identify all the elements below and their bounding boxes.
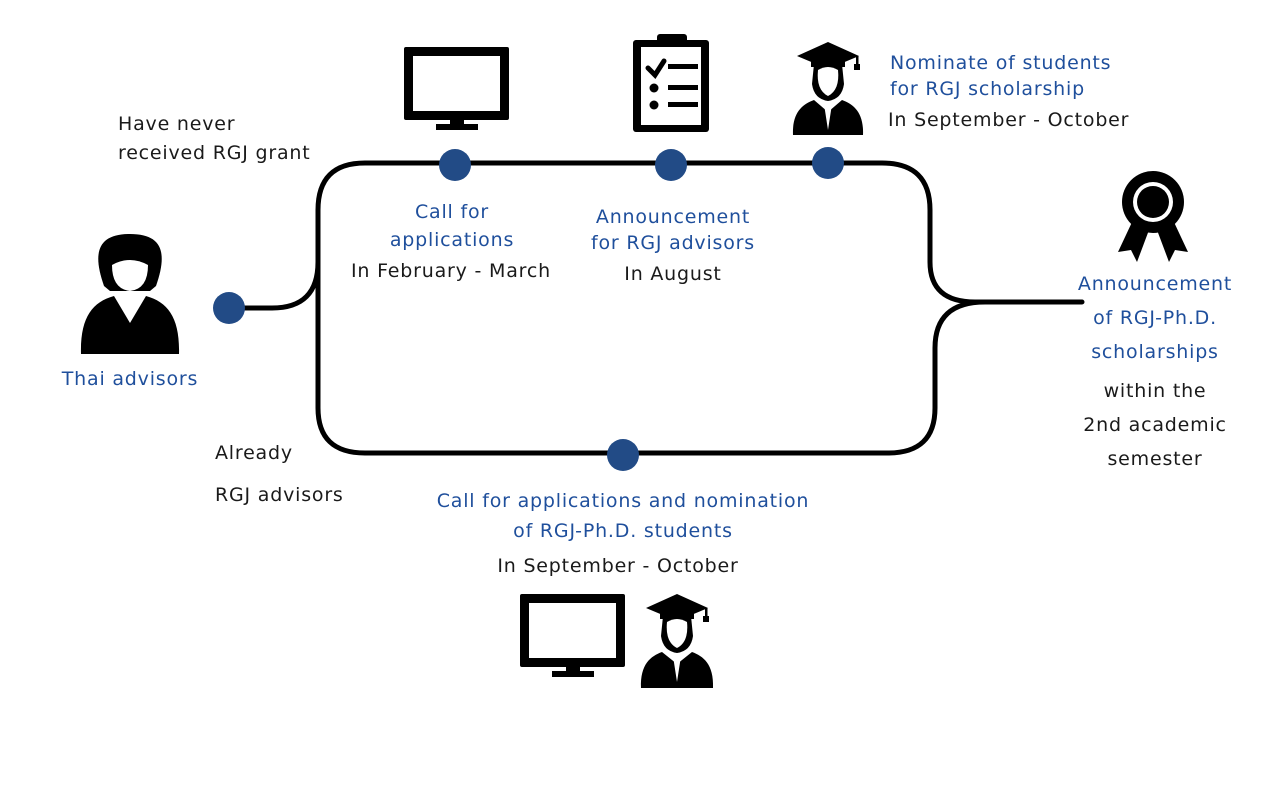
node-start bbox=[213, 292, 245, 324]
call-for-applications-title-line2: applications bbox=[389, 229, 515, 251]
upper-branch-line bbox=[315, 160, 1085, 305]
graduate-student-icon bbox=[792, 42, 864, 135]
nominate-students-period: In September - October bbox=[888, 109, 1130, 131]
node-nominate-students bbox=[812, 147, 844, 179]
upper-branch-label-line2: received RGJ grant bbox=[118, 142, 311, 164]
announcement-advisors-period: In August bbox=[624, 263, 722, 285]
call-and-nomination-title-line2: of RGJ-Ph.D. students bbox=[513, 520, 733, 542]
graduate-student-icon bbox=[640, 594, 714, 688]
call-and-nomination-title-line1: Call for applications and nomination bbox=[436, 490, 810, 512]
final-announcement-title-line1: Announcement bbox=[1077, 273, 1233, 295]
flow-lines bbox=[226, 160, 1085, 456]
announcement-advisors-title-line2: for RGJ advisors bbox=[591, 232, 755, 254]
call-and-nomination-period: In September - October bbox=[497, 555, 739, 577]
nominate-students-title-line1: Nominate of students bbox=[890, 52, 1112, 74]
lower-branch-label-line1: Already bbox=[215, 442, 293, 464]
announcement-advisors-title-line1: Announcement bbox=[595, 206, 751, 228]
call-for-applications-period: In February - March bbox=[351, 260, 551, 282]
lower-branch-label-line2: RGJ advisors bbox=[215, 484, 344, 506]
call-for-applications-title-line1: Call for bbox=[414, 201, 490, 223]
final-announcement-title-line2: of RGJ-Ph.D. bbox=[1093, 307, 1217, 329]
thai-advisors-label: Thai advisors bbox=[61, 368, 199, 390]
computer-monitor-icon bbox=[404, 47, 509, 130]
final-announcement-period-line2: 2nd academic bbox=[1083, 414, 1227, 436]
nominate-students-title-line2: for RGJ scholarship bbox=[890, 78, 1085, 100]
lower-branch-line bbox=[315, 259, 988, 456]
node-announcement-advisors bbox=[655, 149, 687, 181]
female-advisor-icon bbox=[80, 234, 180, 354]
checklist-clipboard-icon bbox=[633, 34, 709, 132]
computer-monitor-icon bbox=[520, 594, 625, 677]
node-call-for-applications bbox=[439, 149, 471, 181]
final-announcement-period-line1: within the bbox=[1103, 380, 1207, 402]
node-call-and-nomination bbox=[607, 439, 639, 471]
flow-nodes bbox=[213, 147, 844, 471]
award-ribbon-icon bbox=[1118, 171, 1188, 262]
upper-branch-label-line1: Have never bbox=[118, 113, 236, 135]
final-announcement-title-line3: scholarships bbox=[1091, 341, 1219, 363]
final-announcement-period-line3: semester bbox=[1107, 448, 1203, 470]
